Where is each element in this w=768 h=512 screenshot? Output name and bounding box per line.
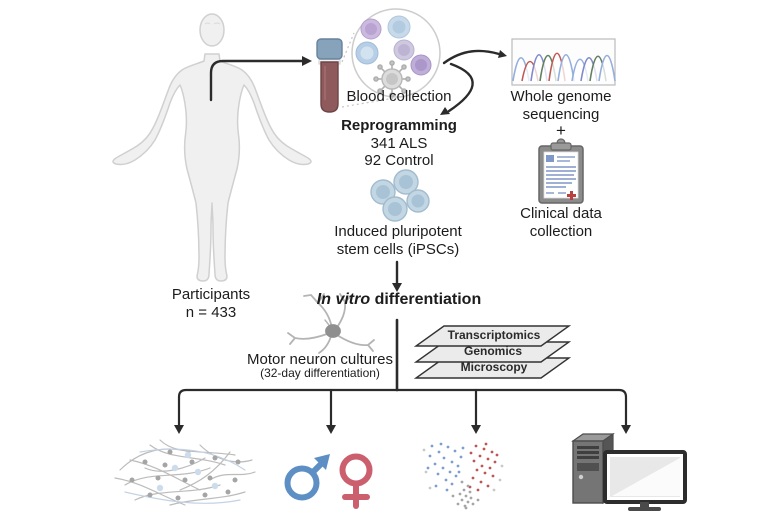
lymphocyte-cells bbox=[355, 15, 432, 76]
male-icon bbox=[284, 454, 330, 501]
layer-transcriptomics bbox=[413, 325, 572, 347]
reprogramming-title: Reprogramming bbox=[341, 117, 457, 134]
layer-label-transcriptomics: Transcriptomics bbox=[447, 328, 541, 342]
layer-label-microscopy: Microscopy bbox=[460, 360, 528, 374]
reprogramming-control-count: 92 Control bbox=[364, 152, 434, 169]
invitro-differentiation-title: In vitro differentiation bbox=[317, 291, 481, 309]
layer-genomics bbox=[413, 341, 572, 363]
magnifier-callout-lines bbox=[341, 32, 407, 108]
ipsc-label-line1: Induced pluripotent bbox=[334, 223, 462, 240]
volcano-plot-icon bbox=[422, 442, 504, 510]
female-icon bbox=[339, 453, 373, 509]
layer-label-genomics: Genomics bbox=[463, 344, 523, 358]
participants-count: n = 433 bbox=[185, 304, 237, 321]
blood-cells-circle-icon bbox=[351, 8, 441, 98]
invitro-italic-part: In vitro bbox=[316, 291, 371, 308]
branch-arrows bbox=[174, 318, 631, 434]
blood-tube-icon bbox=[316, 38, 343, 113]
layer-microscopy bbox=[413, 357, 572, 379]
arrow-ipsc-to-differentiation bbox=[392, 260, 402, 292]
invitro-rest-part: differentiation bbox=[370, 291, 482, 308]
motor-neuron-icon bbox=[287, 293, 375, 354]
human-figure-icon bbox=[112, 13, 312, 282]
dendritic-cell bbox=[373, 60, 411, 98]
arrow-blood-to-reprogramming bbox=[440, 62, 474, 115]
blood-collection-label: Blood collection bbox=[346, 88, 452, 105]
chromatogram-icon bbox=[511, 38, 616, 86]
arrow-participant-to-blood bbox=[209, 56, 312, 102]
omics-layers-icon bbox=[413, 325, 572, 379]
clinical-data-label-line2: collection bbox=[529, 223, 593, 240]
ipsc-label-line2: stem cells (iPSCs) bbox=[336, 241, 460, 258]
plus-sign: + bbox=[556, 121, 566, 140]
wgs-label-line1: Whole genome bbox=[510, 88, 612, 105]
reprogramming-als-count: 341 ALS bbox=[370, 135, 428, 152]
participants-label: Participants bbox=[171, 286, 251, 303]
motor-neuron-label: Motor neuron cultures bbox=[247, 351, 393, 368]
wgs-label-line2: sequencing bbox=[522, 106, 600, 123]
ipsc-cells-icon bbox=[370, 169, 430, 222]
clipboard-icon bbox=[538, 138, 584, 204]
neural-culture-icon bbox=[114, 439, 256, 506]
motor-neuron-sublabel: (32-day differentiation) bbox=[260, 366, 380, 380]
clinical-data-label-line1: Clinical data bbox=[520, 205, 602, 222]
arrow-blood-to-wgs bbox=[442, 49, 507, 65]
computer-icon bbox=[571, 432, 687, 511]
